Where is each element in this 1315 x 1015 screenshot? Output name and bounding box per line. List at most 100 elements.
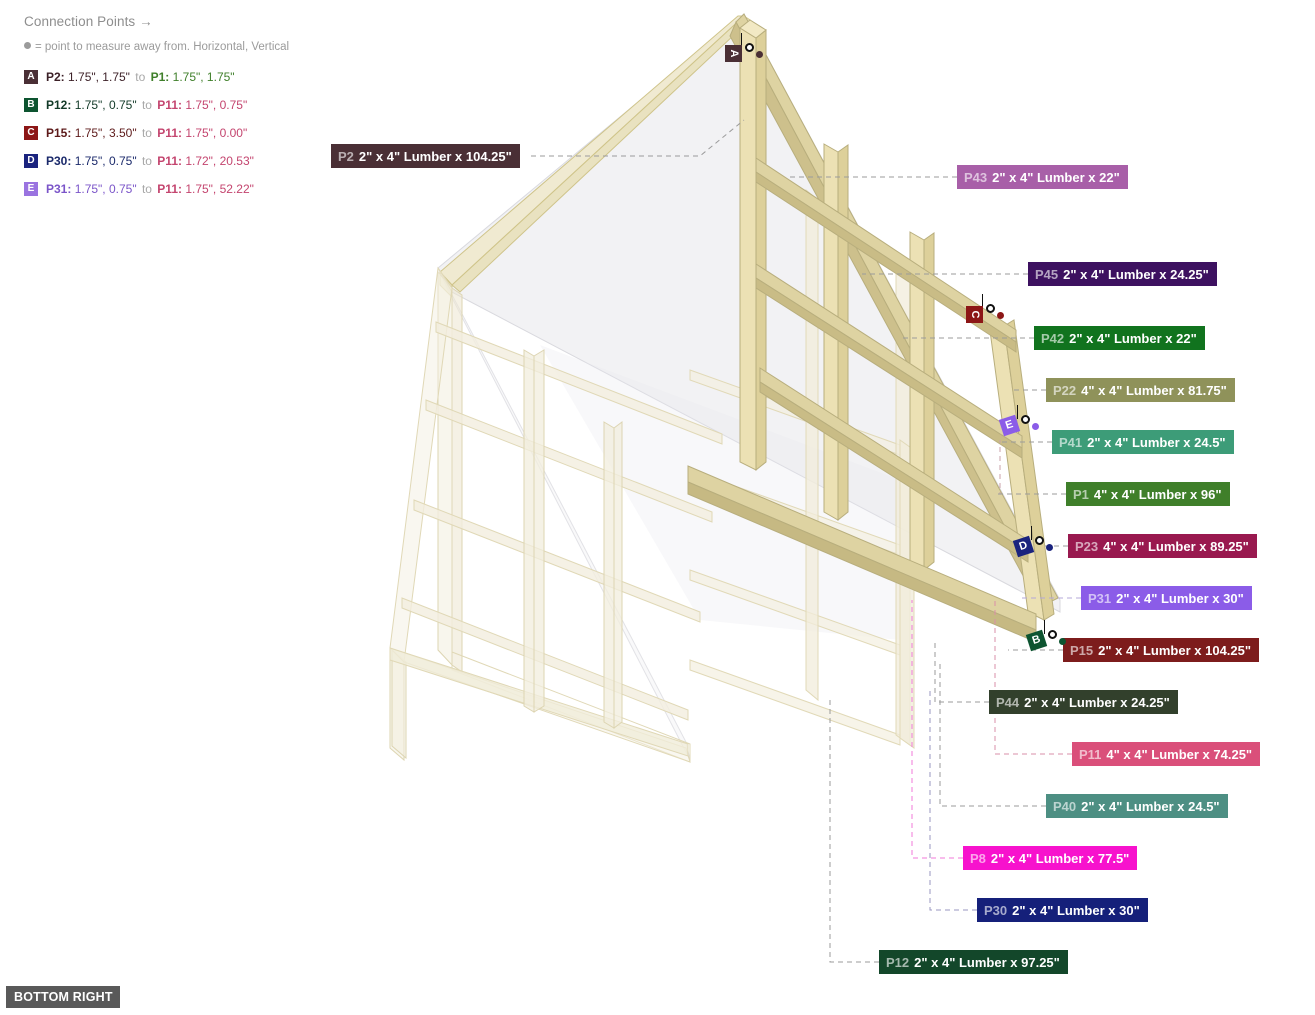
- connection-to-word: to: [135, 70, 146, 84]
- part-callout-description: 4" x 4" Lumber x 89.25": [1103, 538, 1249, 554]
- part-callout-id: P23: [1075, 538, 1099, 554]
- connection-from-dims: 1.75", 1.75": [64, 70, 130, 84]
- part-callout-description: 2" x 4" Lumber x 24.25": [1063, 266, 1209, 282]
- part-callout-description: 2" x 4" Lumber x 30": [1116, 590, 1244, 606]
- connection-to-word: to: [141, 126, 152, 140]
- connection-to-id: P11:: [157, 126, 182, 140]
- part-callout-id: P2: [338, 148, 354, 164]
- connection-points-panel: Connection Points → = point to measure a…: [24, 14, 354, 206]
- measure-arrow-icon: [982, 294, 983, 308]
- connection-point-row: D P30: 1.75", 0.75" to P11: 1.72", 20.53": [24, 150, 354, 172]
- part-callout-description: 2" x 4" Lumber x 30": [1012, 902, 1140, 918]
- part-callout-description: 2" x 4" Lumber x 22": [1069, 330, 1197, 346]
- measure-origin-icon: [1021, 415, 1030, 424]
- connection-point-row: C P15: 1.75", 3.50" to P11: 1.75", 0.00": [24, 122, 354, 144]
- connection-points-subtitle-text: = point to measure away from. Horizontal…: [35, 41, 290, 53]
- part-callout-id: P31: [1088, 590, 1112, 606]
- part-callout-id: P15: [1070, 642, 1094, 658]
- connection-point-text: P15: 1.75", 3.50" to P11: 1.75", 0.00": [46, 126, 247, 140]
- part-callout-id: P30: [984, 902, 1008, 918]
- connection-point-key-badge: E: [24, 182, 38, 196]
- connection-point-key-badge: B: [24, 98, 38, 112]
- measure-target-icon: [1046, 544, 1053, 551]
- measure-origin-icon: [745, 43, 754, 52]
- connection-marker-label: A: [725, 45, 742, 62]
- connection-to-dims: 1.75", 0.75": [181, 98, 248, 112]
- connection-from-id: P31:: [46, 182, 72, 196]
- connection-from-dims: 1.75", 3.50": [71, 126, 137, 140]
- connection-to-id: P11:: [157, 154, 182, 168]
- connection-point-key-badge: D: [24, 154, 38, 168]
- part-callout-id: P41: [1059, 434, 1083, 450]
- part-callout-id: P12: [886, 954, 910, 970]
- measure-target-icon: [997, 312, 1004, 319]
- measure-origin-icon: [986, 304, 995, 313]
- highlighted-lumber: [687, 13, 1059, 643]
- connection-from-dims: 1.75", 0.75": [71, 98, 137, 112]
- part-callout-id: P42: [1041, 330, 1065, 346]
- connection-from-dims: 1.75", 0.75": [71, 154, 137, 168]
- connection-points-subtitle: = point to measure away from. Horizontal…: [24, 41, 354, 53]
- connection-from-id: P30:: [46, 154, 72, 168]
- part-callout-description: 2" x 4" Lumber x 24.5": [1087, 434, 1226, 450]
- ghost-frame: [389, 13, 1061, 763]
- connection-point-key-badge: A: [24, 70, 38, 84]
- connection-point-text: P12: 1.75", 0.75" to P11: 1.75", 0.75": [46, 98, 247, 112]
- part-callout-description: 2" x 4" Lumber x 104.25": [1098, 642, 1252, 658]
- part-callout-description: 4" x 4" Lumber x 81.75": [1081, 382, 1227, 398]
- measure-arrow-icon: [1031, 526, 1032, 540]
- measure-target-icon: [756, 51, 763, 58]
- part-callout-description: 2" x 4" Lumber x 104.25": [358, 148, 512, 164]
- connection-to-dims: 1.72", 20.53": [181, 154, 254, 168]
- connection-from-id: P12:: [46, 98, 72, 112]
- measure-target-icon: [1059, 638, 1066, 645]
- connection-to-dims: 1.75", 52.22": [181, 182, 254, 196]
- view-orientation-badge: BOTTOM RIGHT: [6, 986, 120, 1008]
- connection-point-text: P30: 1.75", 0.75" to P11: 1.72", 20.53": [46, 154, 254, 168]
- part-callout-id: P40: [1053, 798, 1077, 814]
- measure-arrow-icon: [1044, 620, 1045, 634]
- part-callout-description: 4" x 4" Lumber x 96": [1093, 486, 1222, 502]
- measure-origin-icon: [1035, 536, 1044, 545]
- connection-to-dims: 1.75", 1.75": [169, 70, 235, 84]
- connection-to-id: P11:: [157, 98, 182, 112]
- connection-from-id: P2:: [46, 70, 65, 84]
- part-callout-id: P45: [1035, 266, 1059, 282]
- connection-to-dims: 1.75", 0.00": [181, 126, 248, 140]
- part-callout-description: 2" x 4" Lumber x 97.25": [914, 954, 1060, 970]
- connection-point-key-badge: C: [24, 126, 38, 140]
- part-callout-id: P43: [964, 169, 988, 185]
- connection-to-word: to: [141, 98, 152, 112]
- measure-target-icon: [1032, 423, 1039, 430]
- connection-marker-label: C: [966, 306, 983, 323]
- part-callout-id: P22: [1053, 382, 1077, 398]
- leader-lines: [531, 119, 1081, 963]
- part-callout-description: 2" x 4" Lumber x 24.25": [1024, 694, 1170, 710]
- part-callout-description: 2" x 4" Lumber x 22": [992, 169, 1120, 185]
- part-callout-id: P44: [996, 694, 1020, 710]
- measure-origin-icon: [1048, 630, 1057, 639]
- connection-to-id: P11:: [157, 182, 182, 196]
- part-callout-id: P1: [1073, 486, 1089, 502]
- connection-from-id: P15:: [46, 126, 72, 140]
